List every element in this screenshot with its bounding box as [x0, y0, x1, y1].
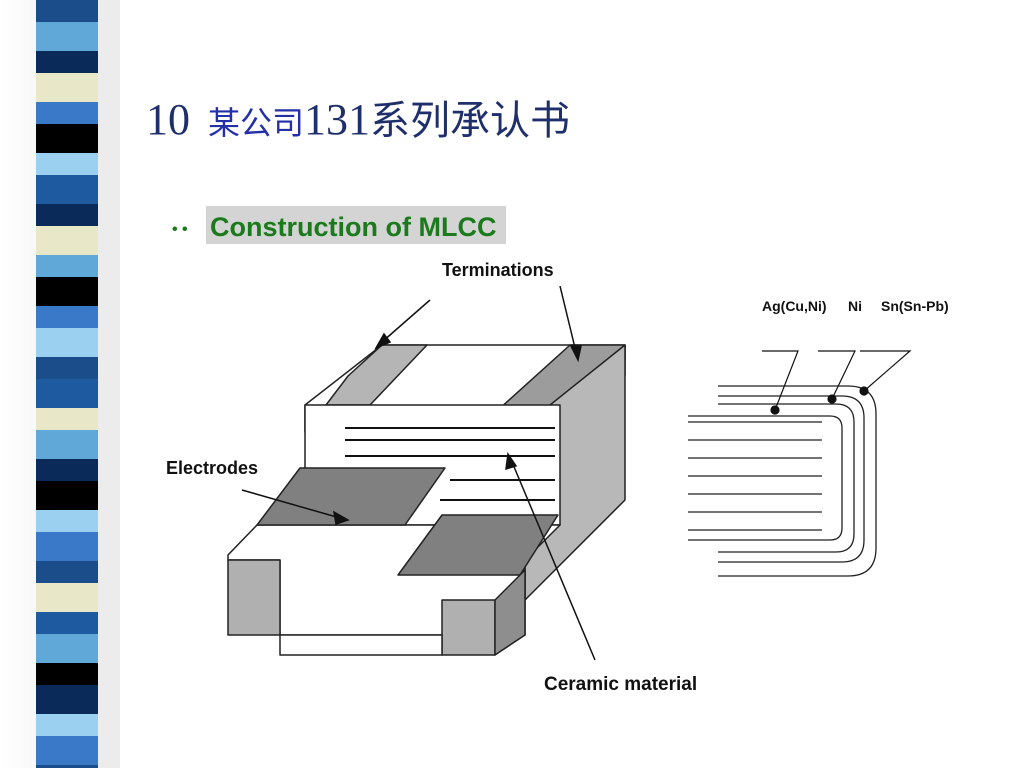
label-electrodes: Electrodes [166, 458, 258, 478]
sidebar-stripe [36, 51, 98, 73]
sidebar-stripe [36, 357, 98, 379]
sidebar-stripe [36, 510, 98, 532]
sidebar-stripe [36, 612, 98, 634]
termination-front-right [441, 599, 496, 656]
electrode-lower [397, 514, 559, 576]
mlcc-construction-diagram: • • Construction of MLCC Terminations El… [150, 200, 970, 715]
sidebar-stripe [36, 408, 98, 430]
title-rest: 系列承认书 [370, 98, 571, 144]
title-company: 某公司 [208, 104, 305, 142]
sidebar-stripe [36, 277, 98, 306]
sidebar-stripe [36, 736, 98, 765]
electrode-upper [256, 467, 446, 526]
sidebar-stripe [36, 124, 98, 153]
sidebar-stripe [36, 328, 98, 357]
slide-number: 10 [146, 95, 190, 144]
layer-leaders [762, 350, 912, 415]
label-layer-ag: Ag(Cu,Ni) [762, 298, 827, 314]
sidebar-stripes [0, 0, 120, 768]
label-terminations: Terminations [442, 260, 554, 280]
sidebar-stripe [36, 532, 98, 561]
sidebar-stripe [36, 634, 98, 663]
termination-top-left [325, 344, 428, 406]
label-layer-ni: Ni [848, 298, 862, 314]
sidebar-stripe [36, 714, 98, 736]
sidebar-stripe [36, 663, 98, 685]
heading-bullets: • • [172, 221, 188, 238]
label-layer-sn: Sn(Sn-Pb) [881, 298, 949, 314]
decorative-sidebar [0, 0, 120, 768]
bottom-strip [279, 634, 443, 656]
heading-highlight [206, 206, 506, 244]
sidebar-stripe [36, 153, 98, 175]
sidebar-stripe [36, 379, 98, 408]
sidebar-stripe [36, 306, 98, 328]
internal-electrode-lines [345, 427, 555, 501]
termination-right-side [494, 569, 526, 656]
sidebar-stripe [36, 0, 98, 22]
sidebar-stripe [36, 685, 98, 714]
page-title: 10 某公司131系列承认书 [146, 88, 570, 146]
sidebar-stripe [36, 459, 98, 481]
sidebar-stripe [36, 765, 98, 768]
pointer-arrows [241, 285, 596, 661]
title-series: 131 [304, 95, 371, 144]
termination-front-left [227, 559, 281, 636]
label-ceramic-material: Ceramic material [544, 674, 697, 695]
sidebar-stripe [36, 430, 98, 459]
termination-cross-section [688, 385, 877, 577]
mlcc-3d-block [227, 344, 626, 656]
sidebar-stripe [36, 73, 98, 102]
mlcc-diagram-svg: • • Construction of MLCC Terminations El… [166, 206, 949, 695]
sidebar-stripe [36, 204, 98, 226]
sidebar-stripe [36, 481, 98, 510]
sidebar-stripe [36, 22, 98, 51]
sidebar-stripe [36, 255, 98, 277]
sidebar-stripe [36, 561, 98, 583]
sidebar-stripe [36, 102, 98, 124]
heading-text: Construction of MLCC [210, 212, 496, 242]
sidebar-stripe [36, 226, 98, 255]
sidebar-stripe [36, 583, 98, 612]
sidebar-stripe [36, 175, 98, 204]
